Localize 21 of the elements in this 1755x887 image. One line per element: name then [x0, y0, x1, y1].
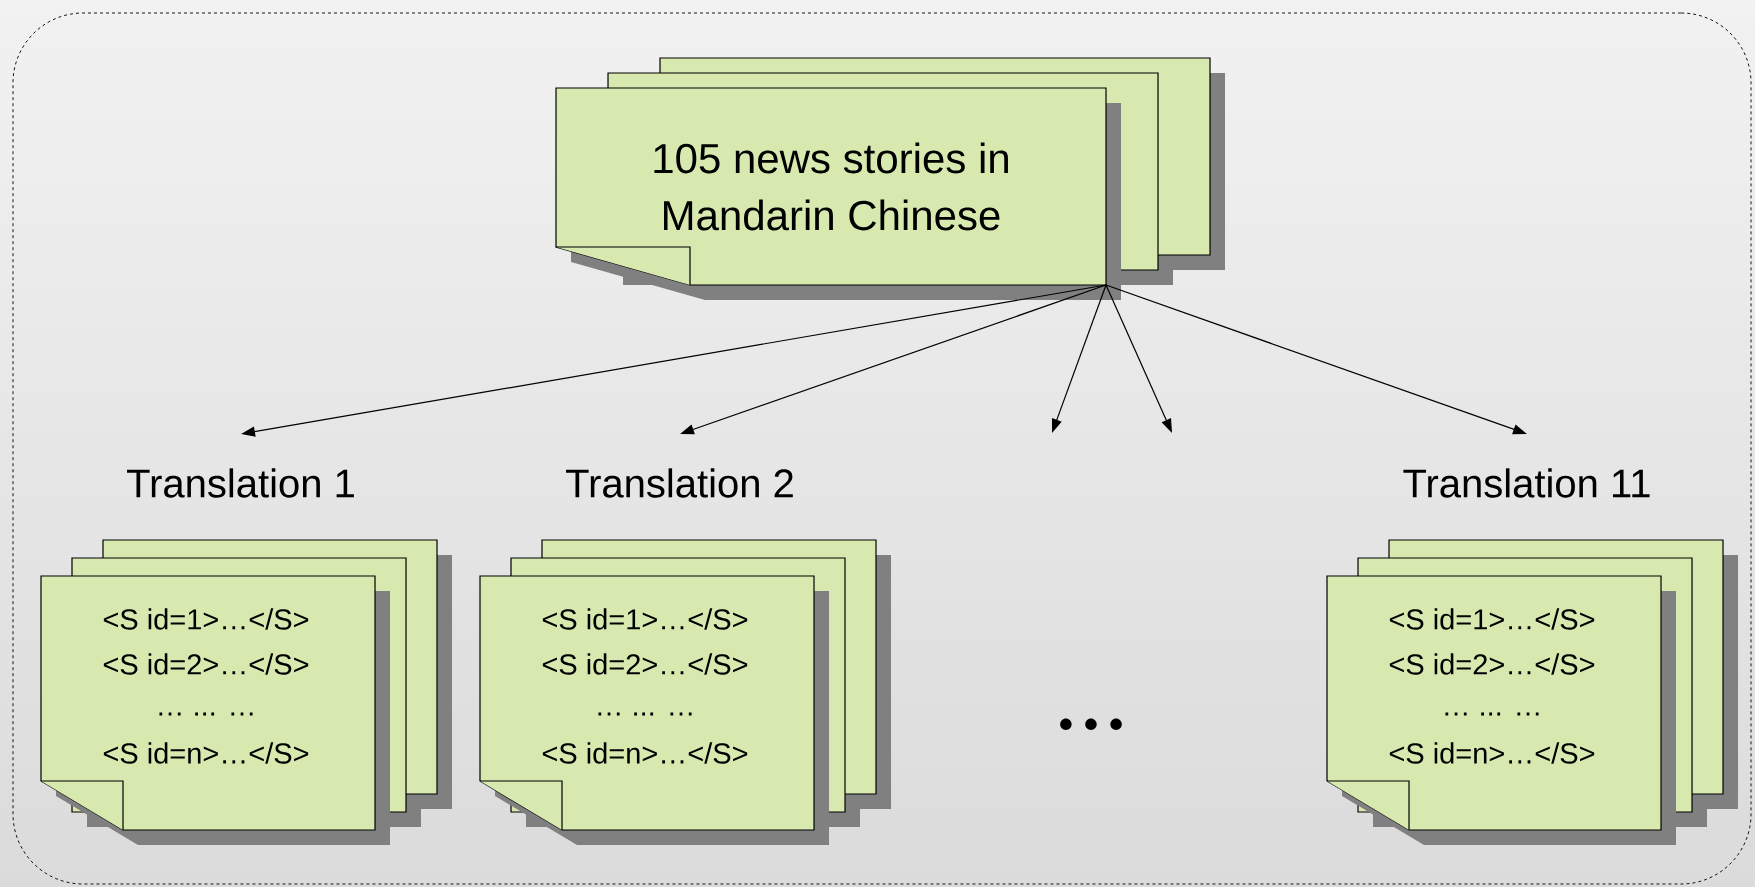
document-line: <S id=2>…</S> — [103, 653, 309, 675]
document-line: <S id=1>…</S> — [542, 608, 748, 630]
document-line: <S id=n>…</S> — [1389, 742, 1595, 764]
document-line: <S id=2>…</S> — [542, 653, 748, 675]
dashed-frame — [12, 12, 1752, 885]
document-stack — [40, 539, 452, 845]
document-line: <S id=2>…</S> — [1389, 653, 1595, 675]
document-heading: Translation 1 — [127, 468, 354, 498]
document-heading: Translation 11 — [1403, 468, 1650, 498]
document-line: <S id=n>…</S> — [542, 742, 748, 764]
document-stack — [479, 539, 891, 845]
document-stack — [1326, 539, 1738, 845]
document-line: … ... … — [1445, 712, 1539, 716]
ellipsis-dots: • • • — [1060, 718, 1122, 731]
document-line: … ... … — [159, 712, 253, 716]
document-line: … ... … — [598, 712, 692, 716]
document-stack: 105 news stories in Mandarin Chinese — [555, 57, 1225, 300]
document-line: <S id=n>…</S> — [103, 742, 309, 764]
document-heading: Translation 2 — [566, 468, 793, 498]
document-line: <S id=1>…</S> — [103, 608, 309, 630]
document-line: <S id=1>…</S> — [1389, 608, 1595, 630]
